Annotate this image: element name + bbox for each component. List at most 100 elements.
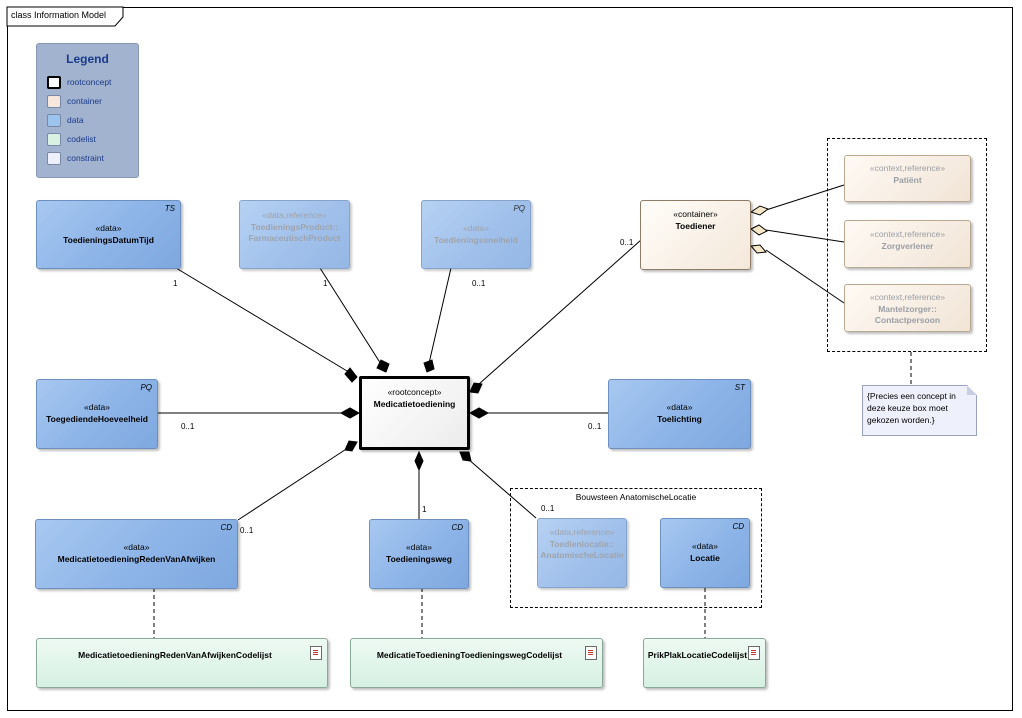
class-name: Toelichting xyxy=(657,414,702,424)
mult-datumtijd: 1 xyxy=(173,279,178,288)
legend-item-constraint: constraint xyxy=(47,152,104,165)
class-mantelzorger[interactable]: «context,reference» Mantelzorger:: Conta… xyxy=(844,284,971,332)
class-name: ToegediendeHoeveelheid xyxy=(46,414,148,424)
diamond-toediener xyxy=(469,382,483,394)
codelist-name: MedicatietoedieningRedenVanAfwijkenCodel… xyxy=(78,650,272,660)
class-name: Medicatietoediening xyxy=(373,399,456,409)
class-tag: CD xyxy=(220,523,232,532)
mult-hoeveelheid: 0..1 xyxy=(181,422,195,431)
class-name: Locatie xyxy=(690,553,720,563)
class-stereotype: «data,reference» xyxy=(549,527,615,537)
diamond-mantelzorger xyxy=(750,244,767,254)
diamond-zorgverlener xyxy=(750,224,768,236)
class-name: ToedieningsProduct:: xyxy=(250,222,339,232)
diamond-datumtijd xyxy=(344,367,358,383)
legend-item-codelist: codelist xyxy=(47,133,96,146)
class-stereotype: «container» xyxy=(673,209,718,219)
class-stereotype: «data» xyxy=(123,542,150,552)
class-redenvanafwijken[interactable]: CD «data» MedicatietoedieningRedenVanAfw… xyxy=(35,519,238,589)
class-name: Toedienlocatie:: xyxy=(549,539,615,549)
class-stereotype: «context,reference» xyxy=(869,292,946,302)
class-tag: CD xyxy=(732,522,744,531)
legend-swatch xyxy=(47,95,61,108)
class-name: Toedieningssnelheid xyxy=(434,235,518,245)
class-name: Patiënt xyxy=(893,175,922,185)
document-icon xyxy=(585,646,597,660)
class-stereotype: «data» xyxy=(463,223,489,233)
mult-locatie: 0..1 xyxy=(541,504,555,513)
legend-swatch xyxy=(47,114,61,127)
legend-swatch xyxy=(47,152,61,165)
class-toedienlocatie[interactable]: «data,reference» Toedienlocatie:: Anatom… xyxy=(537,518,627,588)
link-snelheid xyxy=(426,267,452,373)
diamond-patient xyxy=(749,205,770,216)
class-name: MedicatietoedieningRedenVanAfwijken xyxy=(57,554,216,564)
legend-item-container: container xyxy=(47,95,102,108)
diamond-toelichting xyxy=(468,407,490,419)
mult-reden: 0..1 xyxy=(240,526,254,535)
class-name: Zorgverlener xyxy=(881,241,934,251)
class-stereotype: «data» xyxy=(666,402,693,412)
class-stereotype: «context,reference» xyxy=(869,163,946,173)
class-zorgverlener[interactable]: «context,reference» Zorgverlener xyxy=(844,220,971,268)
class-stereotype: «rootconcept» xyxy=(387,387,442,397)
mult-product: 1 xyxy=(323,279,328,288)
mult-snelheid: 0..1 xyxy=(472,279,486,288)
group-anatomische-locatie: Bouwsteen AnatomischeLocatie xyxy=(510,488,762,608)
class-tag: TS xyxy=(164,204,175,213)
group-label: Bouwsteen AnatomischeLocatie xyxy=(575,492,697,502)
diagram-frame xyxy=(7,7,1013,711)
link-datumtijd xyxy=(175,267,358,378)
class-toedieningsdatumtijd[interactable]: TS «data» ToedieningsDatumTijd xyxy=(36,200,181,269)
class-name: Toedieningsweg xyxy=(386,554,452,564)
legend-label: data xyxy=(67,114,84,125)
legend-item-rootconcept: rootconcept xyxy=(47,76,111,89)
codelist-weg[interactable]: MedicatieToedieningToedieningswegCodelij… xyxy=(350,638,603,688)
class-stereotype: «context,reference» xyxy=(869,229,946,239)
link-patient xyxy=(765,184,845,211)
class-stereotype: «data» xyxy=(95,223,122,233)
codelist-name: PrikPlakLocatieCodelijst xyxy=(647,650,748,660)
class-toedieningsweg[interactable]: CD «data» Toedieningsweg xyxy=(369,519,469,589)
mult-weg: 1 xyxy=(422,505,427,514)
link-mantelzorger xyxy=(765,249,845,304)
class-stereotype: «data» xyxy=(692,541,718,551)
link-reden xyxy=(237,441,358,521)
class-tag: ST xyxy=(734,383,745,392)
class-stereotype: «data,reference» xyxy=(262,210,327,220)
legend-item-data: data xyxy=(47,114,84,127)
legend-label: rootconcept xyxy=(67,76,112,87)
class-medicatietoediening-root[interactable]: «rootconcept» Medicatietoediening xyxy=(359,376,470,450)
legend-swatch xyxy=(47,133,61,146)
class-tag: CD xyxy=(451,523,463,532)
class-toedieningssnelheid[interactable]: PQ «data» Toedieningssnelheid xyxy=(421,200,531,269)
legend-label: container xyxy=(67,95,102,106)
legend: Legend rootconcept container data codeli… xyxy=(36,43,139,178)
class-toedieningsproduct[interactable]: «data,reference» ToedieningsProduct:: Fa… xyxy=(239,200,350,269)
class-stereotype: «data» xyxy=(406,542,432,552)
diamond-weg xyxy=(414,450,424,472)
class-toediener[interactable]: «container» Toediener xyxy=(640,200,751,270)
legend-swatch xyxy=(47,76,61,89)
class-name: ToedieningsDatumTijd xyxy=(63,235,154,245)
legend-label: codelist xyxy=(67,133,96,144)
class-patient[interactable]: «context,reference» Patiënt xyxy=(844,155,971,202)
mult-toelichting: 0..1 xyxy=(588,422,602,431)
class-locatie[interactable]: CD «data» Locatie xyxy=(660,518,750,588)
class-toelichting[interactable]: ST «data» Toelichting xyxy=(608,379,751,449)
choice-box xyxy=(827,138,987,352)
diamond-product xyxy=(376,359,390,373)
mult-toediener: 0..1 xyxy=(620,238,634,247)
constraint-note: {Precies een concept in deze keuze box m… xyxy=(862,385,977,436)
legend-title: Legend xyxy=(66,52,109,66)
link-zorgverlener xyxy=(765,229,845,243)
diamond-snelheid xyxy=(423,359,435,373)
codelist-prikplak[interactable]: PrikPlakLocatieCodelijst xyxy=(643,638,766,688)
codelist-reden[interactable]: MedicatietoedieningRedenVanAfwijkenCodel… xyxy=(36,638,328,688)
class-tag: PQ xyxy=(140,383,152,392)
diamond-locatie xyxy=(459,451,472,462)
class-name-2: Contactpersoon xyxy=(874,315,941,325)
legend-label: constraint xyxy=(67,152,104,163)
class-toegediendehoeveelheid[interactable]: PQ «data» ToegediendeHoeveelheid xyxy=(36,379,158,449)
